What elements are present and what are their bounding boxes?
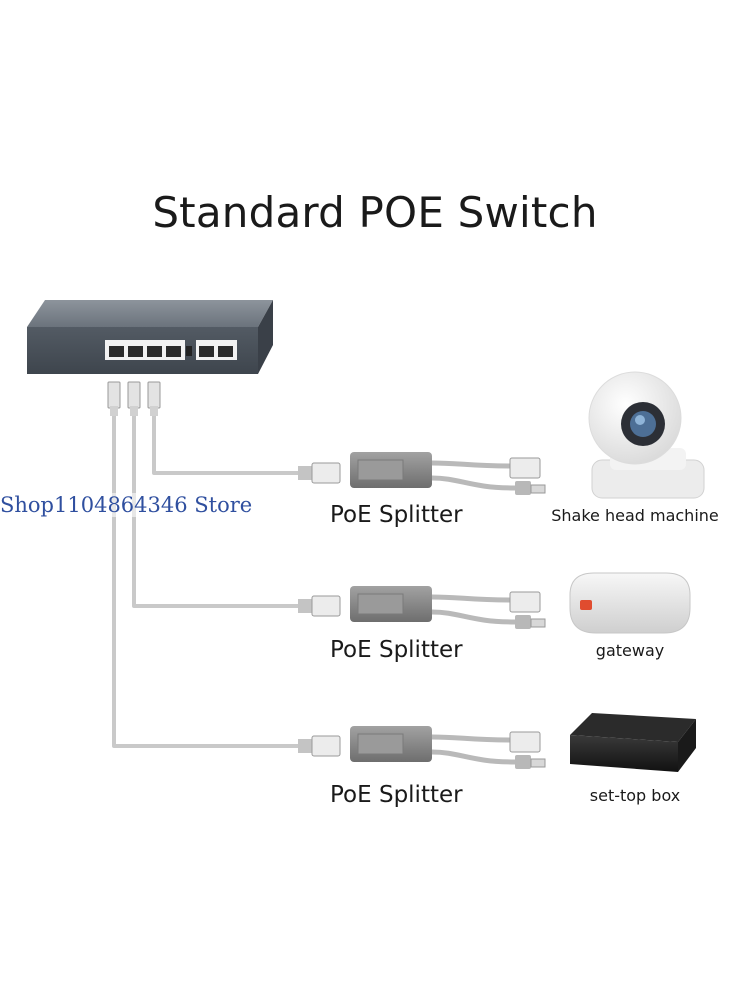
poe-splitter-2	[298, 586, 546, 629]
splitter-label: PoE Splitter	[330, 782, 463, 808]
splitter-label: PoE Splitter	[330, 637, 463, 663]
device-label: gateway	[595, 641, 665, 660]
rj45-plug-icon	[107, 381, 161, 416]
ethernet-cables	[112, 415, 298, 748]
ip-camera-icon	[588, 371, 705, 499]
splitter-label: PoE Splitter	[330, 502, 463, 528]
poe-splitter-1	[298, 452, 546, 495]
poe-switch-icon	[27, 300, 273, 374]
set-top-box-icon	[570, 713, 696, 772]
gateway-icon	[569, 572, 691, 634]
device-label: set-top box	[589, 786, 681, 805]
poe-splitter-3	[298, 726, 546, 769]
diagram-title: Standard POE Switch	[152, 188, 598, 237]
device-label: Shake head machine	[551, 506, 719, 525]
store-watermark: Shop1104864346 Store	[0, 493, 253, 517]
